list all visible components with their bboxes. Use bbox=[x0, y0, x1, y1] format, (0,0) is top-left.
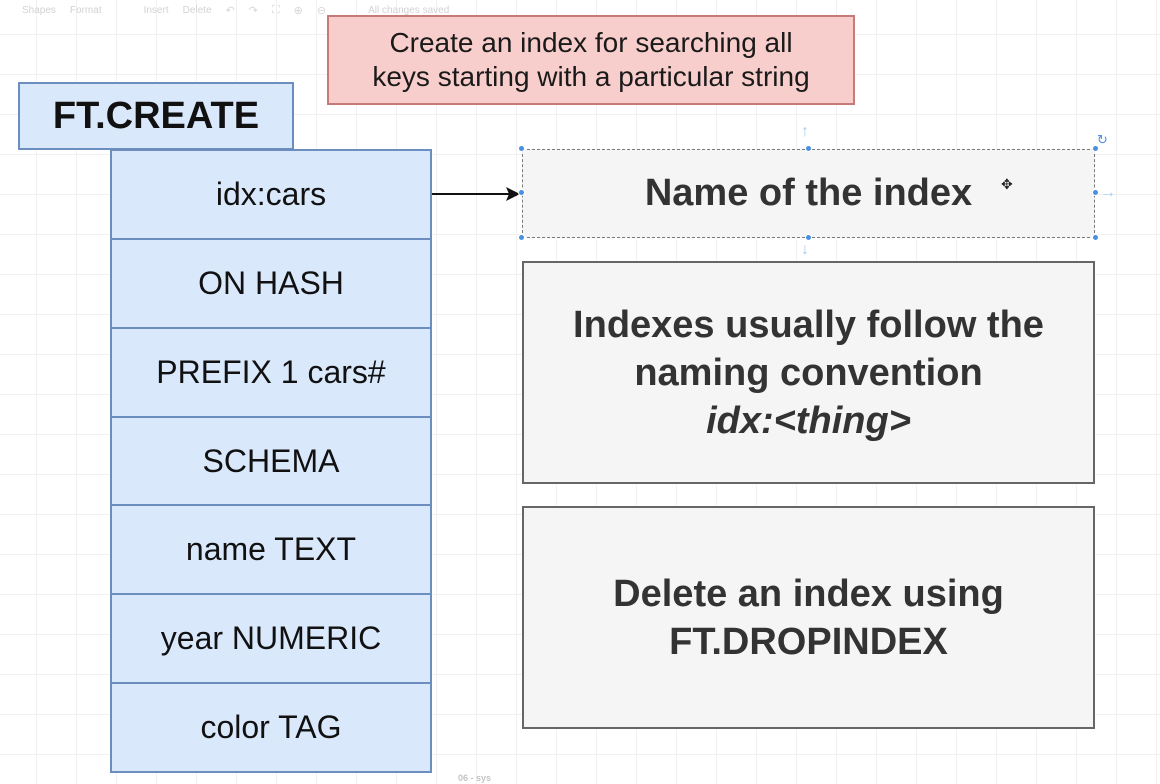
note-naming-line-1: Indexes usually follow the bbox=[573, 303, 1044, 346]
note-naming-line-2: naming convention bbox=[634, 351, 983, 394]
connector-arrow[interactable] bbox=[430, 180, 530, 208]
note-naming-code: idx:<thing> bbox=[706, 399, 911, 442]
toolbar-shapes[interactable]: Shapes bbox=[22, 4, 56, 16]
redo-icon[interactable]: ↷ bbox=[248, 4, 258, 17]
part-name-text[interactable]: name TEXT bbox=[112, 506, 430, 596]
note-delete-index[interactable]: Delete an index using FT.DROPINDEX bbox=[522, 506, 1095, 729]
selection-handle-tr[interactable] bbox=[1092, 145, 1099, 152]
note-naming-convention[interactable]: Indexes usually follow the naming conven… bbox=[522, 261, 1095, 484]
selection-handle-mr[interactable] bbox=[1092, 189, 1099, 196]
zoom-out-icon[interactable]: ⊖ bbox=[316, 4, 327, 17]
part-schema[interactable]: SCHEMA bbox=[112, 418, 430, 507]
rotate-icon[interactable]: ↻ bbox=[1097, 132, 1108, 147]
part-prefix[interactable]: PREFIX 1 cars# bbox=[112, 329, 430, 418]
part-on-hash[interactable]: ON HASH bbox=[112, 240, 430, 329]
editor-toolbar: Shapes Format Insert Delete ↶ ↷ ⛶ ⊕ ⊖ Al… bbox=[0, 0, 1160, 20]
zoom-in-icon[interactable]: ⊕ bbox=[293, 4, 303, 17]
toolbar-format[interactable]: Format bbox=[69, 4, 102, 16]
toolbar-insert[interactable]: Insert bbox=[143, 4, 169, 16]
clone-down-arrow-icon[interactable]: ↓ bbox=[801, 241, 809, 258]
note-index-name[interactable]: Name of the index bbox=[522, 149, 1095, 238]
part-index-name[interactable]: idx:cars bbox=[112, 151, 430, 240]
page-tabs: 06 - sys bbox=[0, 772, 1160, 784]
note-index-name-text: Name of the index bbox=[644, 172, 973, 214]
selection-handle-bm[interactable] bbox=[805, 234, 812, 241]
prefix-callout[interactable]: Create an index for searching all keys s… bbox=[327, 15, 855, 105]
command-header[interactable]: FT.CREATE bbox=[18, 82, 294, 150]
selection-handle-tl[interactable] bbox=[518, 145, 525, 152]
selection-handle-bl[interactable] bbox=[518, 234, 525, 241]
move-cursor-icon: ✥ bbox=[1001, 176, 1013, 192]
selection-handle-br[interactable] bbox=[1092, 234, 1099, 241]
part-year-numeric[interactable]: year NUMERIC bbox=[112, 595, 430, 685]
save-status: All changes saved bbox=[368, 4, 450, 16]
selection-handle-ml[interactable] bbox=[518, 189, 525, 196]
part-color-tag[interactable]: color TAG bbox=[200, 709, 342, 746]
note-delete-line-1: Delete an index using bbox=[613, 572, 1004, 615]
callout-line-1: Create an index for searching all bbox=[389, 27, 793, 58]
toolbar-delete[interactable]: Delete bbox=[182, 4, 212, 16]
command-parts: idx:cars ON HASH PREFIX 1 cars# SCHEMA n… bbox=[110, 149, 432, 773]
fullscreen-icon[interactable]: ⛶ bbox=[271, 3, 280, 16]
undo-icon[interactable]: ↶ bbox=[225, 4, 235, 17]
note-delete-line-2: FT.DROPINDEX bbox=[669, 620, 948, 663]
clone-right-arrow-icon[interactable]: → bbox=[1100, 184, 1116, 201]
selection-handle-tm[interactable] bbox=[805, 145, 812, 152]
clone-up-arrow-icon[interactable]: ↑ bbox=[801, 123, 809, 140]
page-tab-active[interactable]: 06 - sys bbox=[458, 773, 492, 783]
callout-line-2: keys starting with a particular string bbox=[372, 61, 810, 92]
